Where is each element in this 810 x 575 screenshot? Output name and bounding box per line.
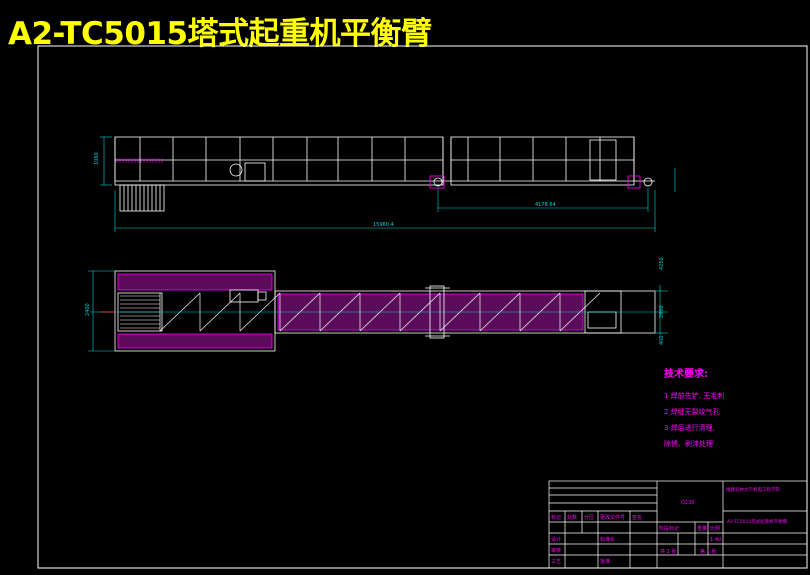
tb-label-12: 重量 (697, 526, 708, 532)
tb-label-0: 标记 (551, 515, 562, 521)
dim-right-bottom: 2800 (659, 305, 665, 318)
note-1: 1 焊前先铲, 无毛刺 (664, 392, 725, 400)
elevation-drum (229, 163, 243, 177)
title-block-sheet: 第 1 张 (700, 549, 717, 555)
tb-label-9: 工艺 (551, 559, 562, 565)
title-block-drawing-name: A2-TC5015塔式起重机平衡臂 (727, 520, 788, 525)
tb-label-7: 标准化 (600, 537, 616, 543)
elevation-boom-right (450, 136, 635, 186)
dim-span-right: 4178.64 (535, 202, 556, 208)
elevation-boom-left (114, 136, 444, 186)
elevation-ladder (119, 184, 165, 212)
technical-notes: 技术要求: 1 焊前先铲, 无毛刺 2 焊缝无裂纹气孔 3 焊后进行清理, 除锈… (664, 365, 724, 452)
plan-view (114, 270, 656, 352)
drawing-frame (37, 45, 808, 569)
tb-label-3: 更改文件号 (600, 515, 626, 521)
dim-right-small: 400 (659, 335, 665, 345)
tb-label-1: 处数 (567, 515, 578, 521)
tb-label-14: 共 1 张 (660, 549, 677, 555)
tb-label-8: 审核 (551, 548, 562, 554)
tb-label-11: 阶段标记 (659, 526, 680, 532)
title-block-scale: 1:40 (710, 537, 722, 543)
elevation-dimensions (100, 136, 676, 232)
note-3: 3 焊后进行清理, (664, 424, 715, 432)
tb-label-10: 批准 (600, 559, 611, 565)
title-block (548, 480, 808, 569)
note-2: 2 焊缝无裂纹气孔 (664, 408, 720, 416)
elevation-winch (244, 162, 266, 182)
elevation-view (114, 136, 655, 212)
title-block-material: Q235 (681, 500, 695, 506)
title-block-school: 福建农林大学机电工程学院 (726, 488, 780, 493)
note-4: 除锈、刷漆处理 (664, 440, 713, 448)
tb-label-2: 分区 (584, 515, 595, 521)
tb-label-4: 签名 (632, 515, 643, 521)
notes-heading: 技术要求: (664, 369, 708, 380)
dim-right-top: 4250 (659, 257, 665, 270)
dim-height: 1060 (94, 152, 100, 165)
tb-label-6: 设计 (551, 537, 562, 543)
tb-label-13: 比例 (710, 526, 721, 532)
dim-width: 2400 (85, 303, 91, 316)
dim-overall: 15960.4 (373, 222, 394, 228)
